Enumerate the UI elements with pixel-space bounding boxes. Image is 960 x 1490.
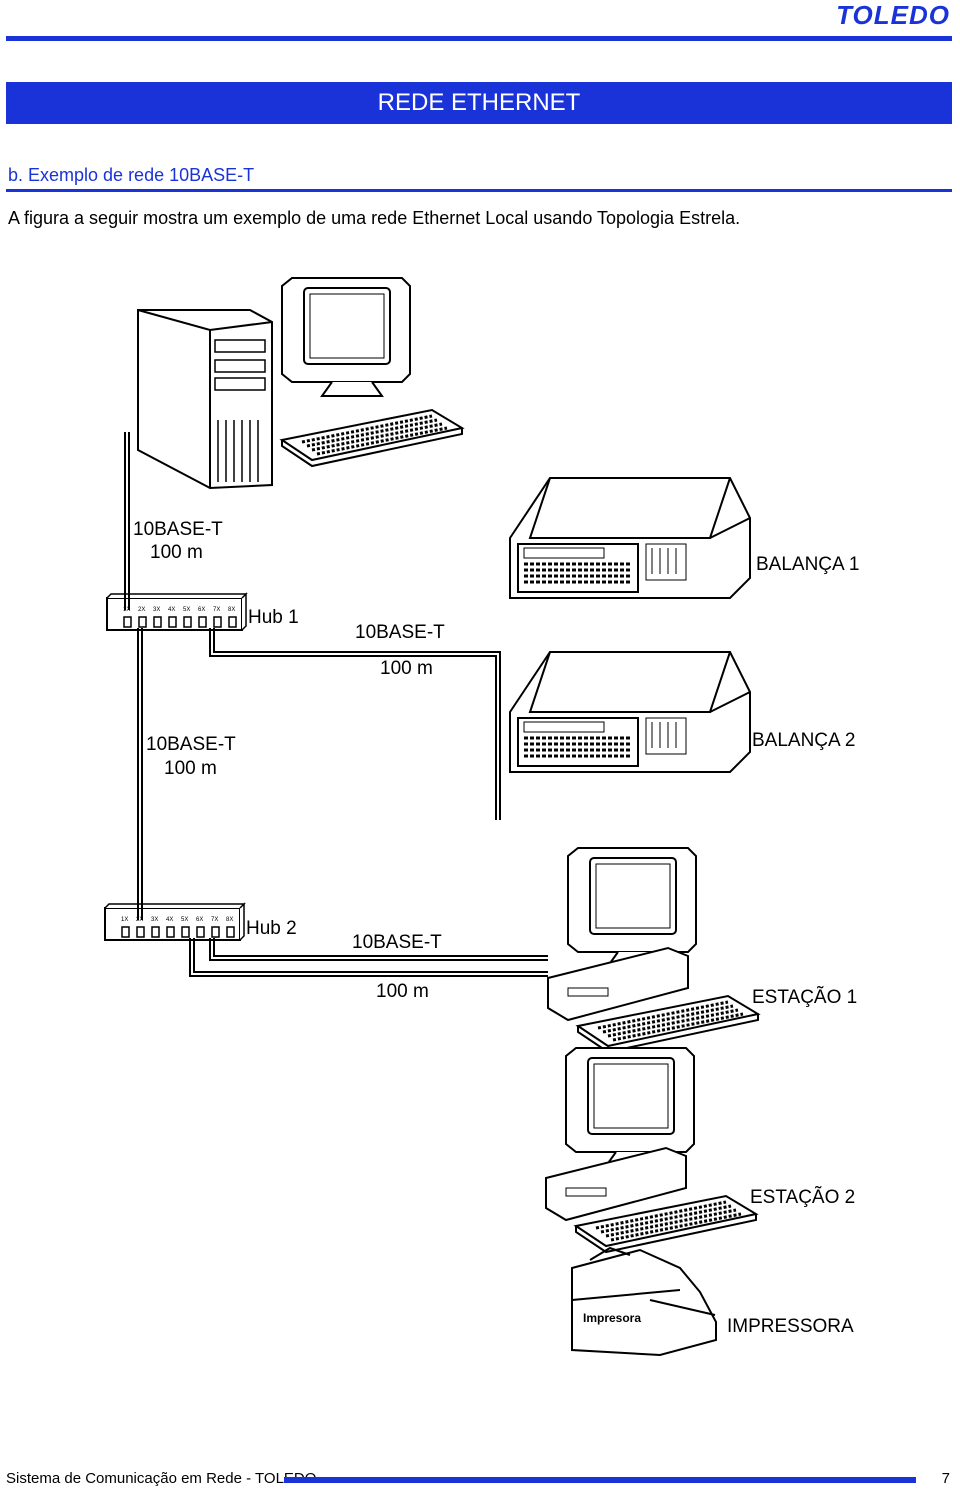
server-tower <box>137 277 464 490</box>
hub-1-port-label: 7X <box>213 607 220 613</box>
footer-rule <box>284 1477 916 1483</box>
printer-brand-label: Impresora <box>583 1311 641 1325</box>
hub-1-port-socket <box>153 616 162 628</box>
label-hub-1: Hub 1 <box>248 607 299 628</box>
hub-2-port-label: 1X <box>121 917 128 923</box>
hub-2-port-socket <box>166 926 175 938</box>
label-server-type: 10BASE-T <box>133 519 223 540</box>
hub-2-port-socket <box>196 926 205 938</box>
hub-1-port-label: 4X <box>168 607 175 613</box>
hub-2-port-label: 4X <box>166 917 173 923</box>
hub-2-port-label: 2X <box>136 917 143 923</box>
hub-1-port-socket <box>228 616 237 628</box>
network-diagram: Impresora 1X 2X 3X 4X 5X 6X 7X 8X 1X 2X 3X 4X 5X 6X 7… <box>104 277 860 1357</box>
hub-2-port-socket <box>211 926 220 938</box>
label-balanca-type: 10BASE-T <box>355 622 445 643</box>
hub-1-port-label: 1X <box>123 607 130 613</box>
hub-1-port-label: 5X <box>183 607 190 613</box>
hub-1-port-socket <box>198 616 207 628</box>
label-server-len: 100 m <box>150 542 203 563</box>
label-impressora: IMPRESSORA <box>727 1316 854 1337</box>
label-estacao-1: ESTAÇÃO 1 <box>752 986 857 1008</box>
section-rule <box>6 189 952 192</box>
hub-1-port-socket <box>213 616 222 628</box>
hub-1-port-socket <box>183 616 192 628</box>
hub-2-port-socket <box>181 926 190 938</box>
intro-paragraph: A figura a seguir mostra um exemplo de u… <box>8 208 741 228</box>
hub-1-port-socket <box>138 616 147 628</box>
label-hub-2: Hub 2 <box>246 918 297 939</box>
label-estacao-type: 10BASE-T <box>352 932 442 953</box>
label-hub-link-len: 100 m <box>164 758 217 779</box>
page-number: 7 <box>941 1470 950 1487</box>
workstation-estacao-2 <box>546 1048 756 1252</box>
scale-balanca-2 <box>508 650 752 774</box>
section-heading: b. Exemplo de rede 10BASE-T <box>8 165 255 185</box>
label-hub-link-type: 10BASE-T <box>146 734 236 755</box>
footer-text: Sistema de Comunicação em Rede - TOLEDO <box>6 1470 317 1487</box>
header-rule <box>6 36 952 41</box>
hub-2-port-label: 8X <box>226 917 233 923</box>
page-title: REDE ETHERNET <box>6 82 952 124</box>
hub-1-port-socket <box>123 616 132 628</box>
hub-2-port-socket <box>226 926 235 938</box>
hub-2-port-label: 3X <box>151 917 158 923</box>
hub-2-port-socket <box>151 926 160 938</box>
label-balanca-len: 100 m <box>380 658 433 679</box>
hub-2-port-socket <box>121 926 130 938</box>
hub-1-port-label: 6X <box>198 607 205 613</box>
scale-balanca-1 <box>508 476 752 600</box>
hub-2-port-label: 7X <box>211 917 218 923</box>
label-estacao-len: 100 m <box>376 981 429 1002</box>
hub-1-port-label: 8X <box>228 607 235 613</box>
hub-2-port-socket <box>136 926 145 938</box>
label-balanca-2: BALANÇA 2 <box>752 730 856 751</box>
hub-1-port-label: 3X <box>153 607 160 613</box>
workstation-estacao-1 <box>548 848 758 1052</box>
network-cables <box>124 432 548 977</box>
hub-1-port-label: 2X <box>138 607 145 613</box>
hub-2-port-label: 6X <box>196 917 203 923</box>
hub-1-port-socket <box>168 616 177 628</box>
label-estacao-2: ESTAÇÃO 2 <box>750 1186 855 1208</box>
toledo-logo: TOLEDO <box>836 0 950 30</box>
label-balanca-1: BALANÇA 1 <box>756 554 860 575</box>
printer: Impresora <box>571 1246 717 1357</box>
hub-2-port-label: 5X <box>181 917 188 923</box>
